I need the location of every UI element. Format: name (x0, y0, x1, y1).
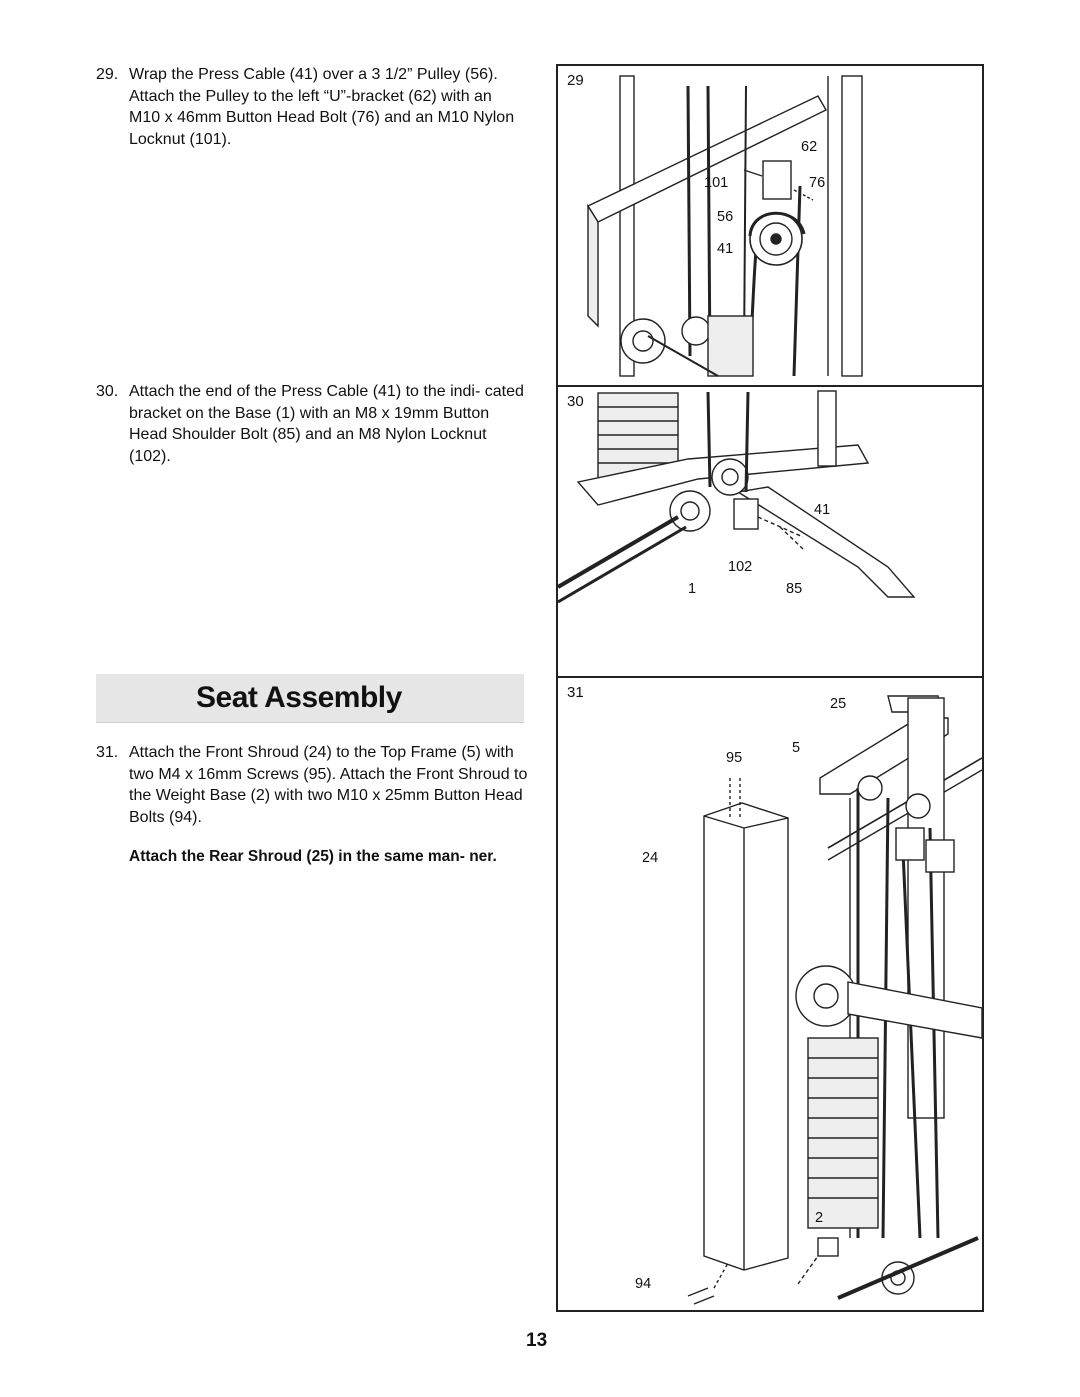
figure-frame: 29 62 101 76 56 41 (556, 64, 984, 1312)
callout-41: 41 (717, 241, 734, 257)
callout-2: 2 (815, 1210, 824, 1226)
base-cable-illustration (558, 390, 916, 604)
callout-101: 101 (704, 175, 729, 191)
figure-panel-29: 29 62 101 76 56 41 (558, 66, 982, 383)
callout-25: 25 (830, 696, 847, 712)
pulley-bracket-illustration (586, 75, 863, 377)
panel-number: 31 (567, 684, 584, 701)
figure-panel-30: 30 41 102 1 85 (558, 385, 982, 676)
step-number: 29. (96, 66, 119, 83)
section-title: Seat Assembly (196, 681, 402, 714)
step-number: 30. (96, 383, 119, 400)
callout-85: 85 (786, 581, 803, 597)
step-text: Wrap the Press Cable (41) over a 3 1/2” … (129, 66, 515, 148)
callout-56: 56 (717, 209, 734, 225)
callout-24: 24 (642, 850, 659, 866)
callout-95: 95 (726, 750, 743, 766)
callout-94: 94 (635, 1276, 652, 1292)
callout-41: 41 (814, 502, 831, 518)
callout-76: 76 (809, 175, 826, 191)
callout-5: 5 (792, 740, 801, 756)
step-number: 31. (96, 744, 119, 761)
panel-number: 29 (567, 72, 584, 89)
step-31-note: Attach the Rear Shroud (25) in the same … (129, 848, 497, 865)
figure-panel-31: 31 25 5 95 24 2 94 (558, 676, 982, 1312)
panel-number: 30 (567, 393, 584, 410)
step-text: Attach the Front Shroud (24) to the Top … (129, 744, 528, 826)
shroud-assembly-illustration (687, 695, 982, 1305)
callout-62: 62 (801, 139, 818, 155)
step-text: Attach the end of the Press Cable (41) t… (129, 383, 524, 465)
callout-1: 1 (688, 581, 697, 597)
page-number: 13 (526, 1330, 548, 1351)
section-heading-band: Seat Assembly (96, 674, 524, 723)
callout-102: 102 (728, 559, 753, 575)
